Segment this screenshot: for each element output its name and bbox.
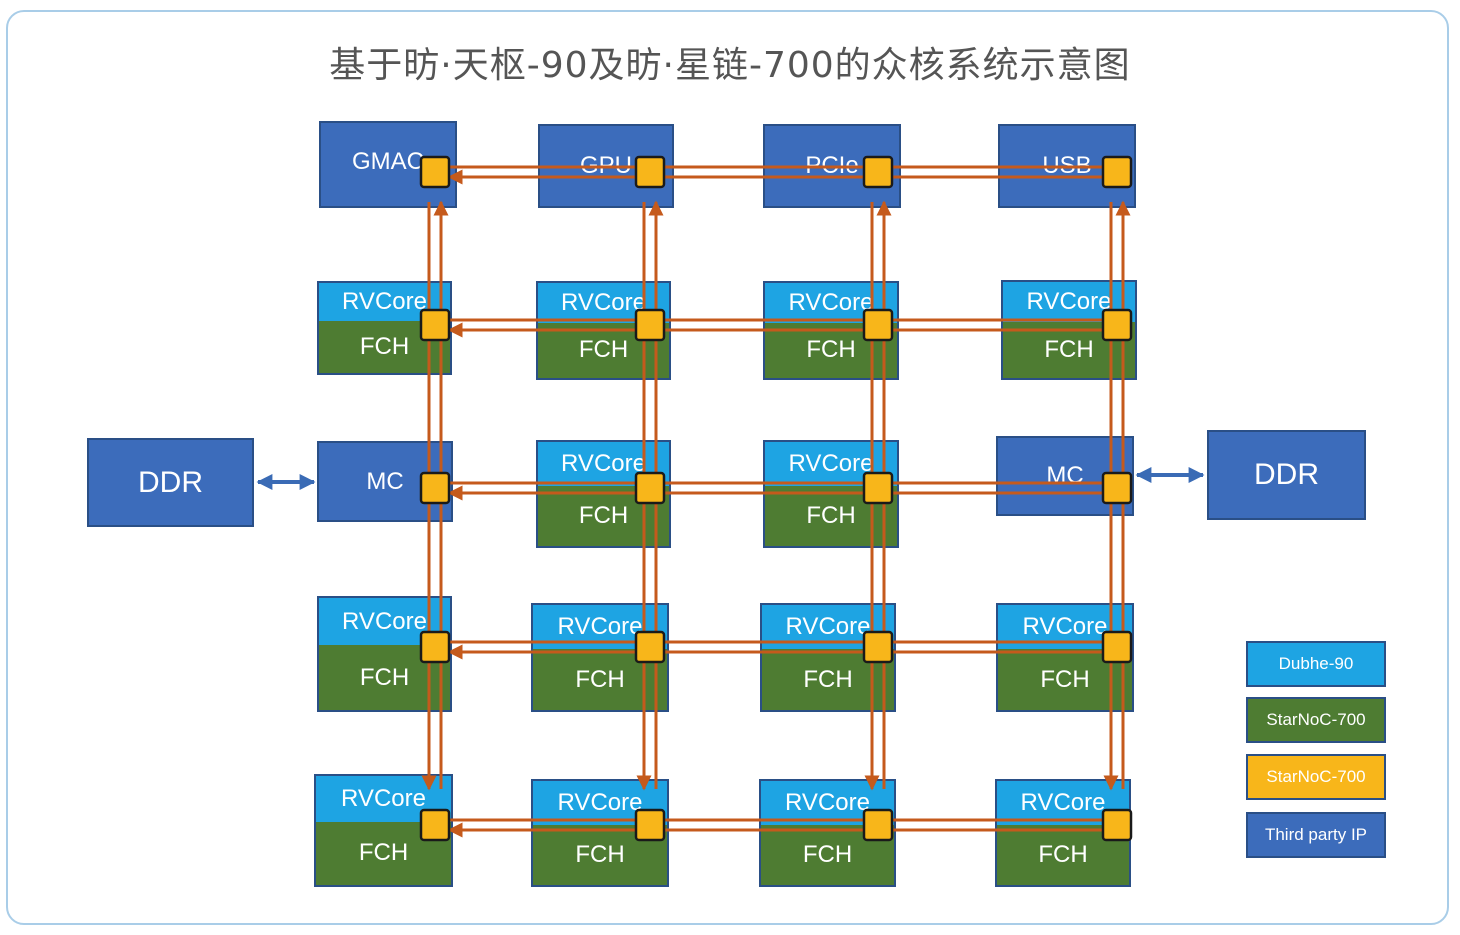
- ddr-right-label: DDR: [1254, 458, 1319, 491]
- noc-router: [862, 471, 894, 505]
- diagram-title: 基于昉·天枢-90及昉·星链-700的众核系统示意图: [329, 45, 1131, 86]
- noc-router: [634, 308, 666, 342]
- legend-third-party-ip: Third party IP: [1246, 812, 1386, 858]
- noc-router: [1101, 308, 1133, 342]
- ddr-left-block: DDR: [87, 438, 254, 527]
- rvcore-label: RVCore: [765, 283, 897, 323]
- rvcore-fch-cell: RVCore FCH: [314, 774, 453, 887]
- noc-router: [634, 808, 666, 842]
- noc-router: [862, 155, 894, 189]
- legend-label: StarNoC-700: [1266, 710, 1366, 729]
- noc-router: [1101, 808, 1133, 842]
- legend-label: Third party IP: [1264, 825, 1368, 844]
- noc-routers: [419, 155, 1133, 842]
- rvcore-fch-cell: RVCore FCH: [1001, 280, 1137, 380]
- legend-dubhe-90: Dubhe-90: [1246, 641, 1386, 687]
- noc-router: [1101, 630, 1133, 664]
- noc-router: [634, 155, 666, 189]
- noc-router: [862, 808, 894, 842]
- noc-router: [419, 630, 451, 664]
- legend-starnoc-700-fch: StarNoC-700: [1246, 697, 1386, 743]
- noc-router: [634, 630, 666, 664]
- ddr-right-block: DDR: [1207, 430, 1366, 520]
- noc-router: [1101, 155, 1133, 189]
- gmac-label: GMAC: [352, 147, 424, 175]
- noc-router: [419, 155, 451, 189]
- mc-left-label: MC: [366, 467, 404, 495]
- noc-router: [419, 808, 451, 842]
- ddr-left-label: DDR: [138, 465, 203, 499]
- noc-router: [419, 471, 451, 505]
- fch-label: FCH: [538, 485, 669, 546]
- legend-label: Dubhe-90: [1278, 654, 1354, 673]
- noc-router: [862, 630, 894, 664]
- ddr-links: [256, 467, 1205, 490]
- noc-links: [421, 159, 1131, 838]
- noc-router: [1101, 471, 1133, 505]
- noc-router: [862, 308, 894, 342]
- legend-label: StarNoC-700: [1266, 767, 1366, 786]
- legend-starnoc-700-router: StarNoC-700: [1246, 754, 1386, 800]
- rvcore-label: RVCore: [765, 442, 897, 486]
- noc-router: [634, 471, 666, 505]
- rvcore-fch-cell: RVCore FCH: [763, 281, 899, 380]
- noc-router: [419, 308, 451, 342]
